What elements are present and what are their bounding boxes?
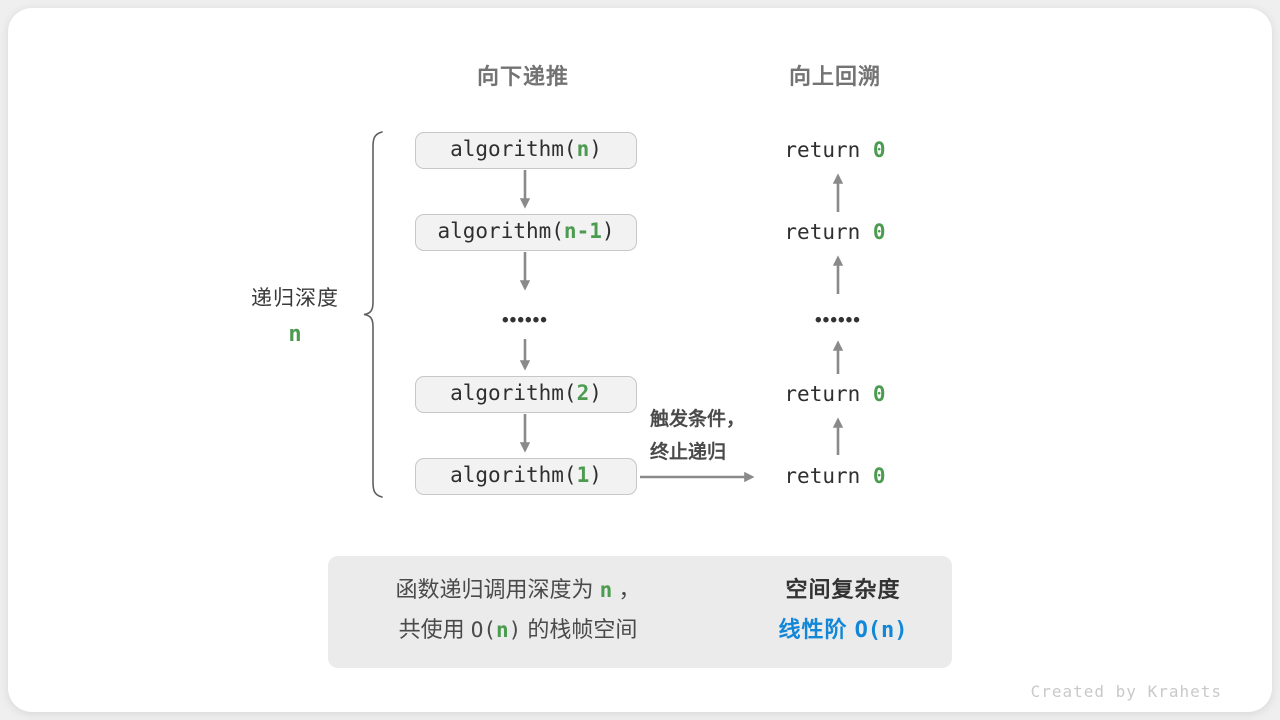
call-box-param: 1 bbox=[576, 463, 590, 487]
call-box-2: algorithm(2) bbox=[415, 376, 637, 413]
depth-value: n bbox=[288, 322, 302, 347]
summary-line2: 共使用 O(n) 的栈帧空间 bbox=[398, 617, 638, 642]
return-value: 0 bbox=[872, 464, 886, 488]
summary-var-n: n bbox=[495, 618, 509, 642]
diagram-card: 向下递推 向上回溯 递归深度 n algorithm(n) algorithm(… bbox=[8, 8, 1272, 712]
summary-var-n: n bbox=[599, 578, 613, 602]
return-row: return 0 bbox=[784, 382, 886, 406]
call-box-param: 2 bbox=[576, 381, 590, 405]
terminate-annotation-line2: 终止递归 bbox=[650, 442, 727, 463]
big-o-notation: O(n) bbox=[854, 618, 908, 643]
return-row: return 0 bbox=[784, 138, 886, 162]
linear-order-value: 线性阶 O(n) bbox=[778, 617, 908, 643]
return-row: return 0 bbox=[784, 220, 886, 244]
call-box-text: algorithm( bbox=[450, 463, 577, 487]
return-value: 0 bbox=[872, 138, 886, 162]
summary-line1: 函数递归调用深度为 n ， bbox=[395, 577, 641, 602]
return-row: return 0 bbox=[784, 464, 886, 488]
call-box-1: algorithm(1) bbox=[415, 458, 637, 495]
return-ellipsis: •••••• bbox=[815, 310, 861, 331]
terminate-annotation-line1: 触发条件， bbox=[650, 409, 746, 430]
call-box-text: algorithm( bbox=[437, 219, 564, 243]
depth-label-text: 递归深度 bbox=[251, 287, 339, 310]
recursion-depth-label: 递归深度 n bbox=[230, 282, 360, 347]
call-box-param: n-1 bbox=[563, 219, 602, 243]
call-box-text: algorithm( bbox=[450, 381, 577, 405]
summary-panel bbox=[328, 556, 952, 668]
call-box-n: algorithm(n) bbox=[415, 132, 637, 169]
space-complexity-title: 空间复杂度 bbox=[785, 577, 901, 602]
return-value: 0 bbox=[872, 220, 886, 244]
call-box-param: n bbox=[576, 137, 590, 161]
header-upward-backtrack: 向上回溯 bbox=[788, 64, 881, 89]
depth-brace bbox=[363, 131, 383, 498]
summary-result: 空间复杂度 线性阶 O(n) bbox=[735, 570, 951, 651]
header-downward-recursion: 向下递推 bbox=[476, 64, 569, 89]
stack-ellipsis: •••••• bbox=[502, 310, 548, 331]
return-value: 0 bbox=[872, 382, 886, 406]
call-box-text: algorithm( bbox=[450, 137, 577, 161]
call-box-n-1: algorithm(n-1) bbox=[415, 214, 637, 251]
credit-text: Created by Krahets bbox=[1030, 682, 1222, 701]
summary-description: 函数递归调用深度为 n ， 共使用 O(n) 的栈帧空间 bbox=[330, 570, 706, 650]
terminate-annotation: 触发条件， 终止递归 bbox=[650, 403, 770, 469]
